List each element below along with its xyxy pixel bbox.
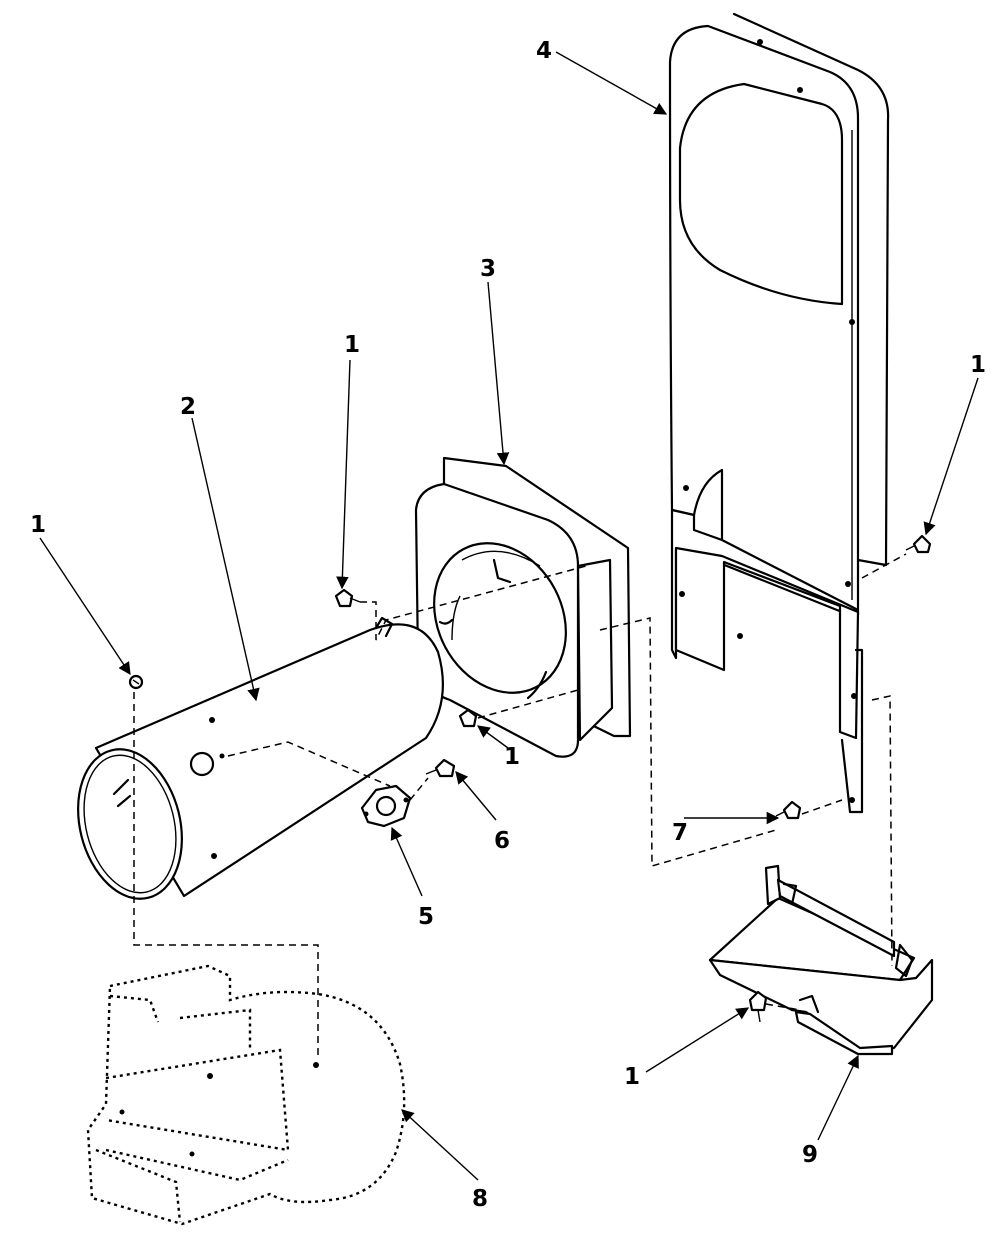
callout-1-bracket: 1: [624, 1064, 640, 1090]
callout-labels: 1 2 1 3 4 1 1 6 5 7 1 9 8: [30, 38, 986, 1212]
assembly-guide-lines: [133, 553, 907, 1060]
callout-1-upper: 1: [344, 332, 360, 358]
callout-4: 4: [536, 38, 552, 64]
part-8-blower-housing: [86, 964, 406, 1226]
part-3-duct-collar: [414, 456, 632, 758]
callout-9: 9: [802, 1142, 818, 1168]
callout-8: 8: [472, 1186, 488, 1212]
part-4-rear-panel: [668, 12, 890, 814]
callout-5: 5: [418, 904, 434, 930]
screw-6: [425, 758, 456, 778]
screw-7: [775, 800, 802, 820]
part-5-thermostat: [360, 784, 412, 828]
callout-1-collar: 1: [504, 744, 520, 770]
callout-3: 3: [480, 256, 496, 282]
callout-7: 7: [672, 820, 688, 846]
callout-1-left: 1: [30, 512, 46, 538]
screw-1-left: [128, 674, 144, 690]
part-2-exhaust-duct: [77, 616, 444, 900]
callout-1-right: 1: [970, 352, 986, 378]
callout-6: 6: [494, 828, 510, 854]
part-9-mounting-bracket: [708, 864, 934, 1056]
screw-1-upper: [334, 588, 361, 608]
screw-1-right: [905, 534, 932, 554]
screw-1-collar: [458, 708, 478, 728]
screw-1-bracket: [748, 990, 768, 1023]
callout-2: 2: [180, 394, 196, 420]
leader-lines: [39, 51, 979, 1181]
